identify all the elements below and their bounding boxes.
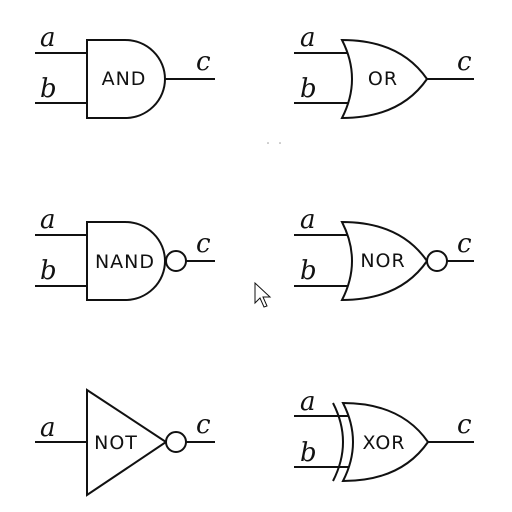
nor-gate: NOR a b c xyxy=(294,205,474,302)
nand-gate-body xyxy=(86,221,166,301)
not-inversion-bubble xyxy=(165,431,187,453)
stray-dot xyxy=(279,142,281,144)
or-input-a-label: a xyxy=(300,23,316,53)
or-gate: OR a b c xyxy=(294,23,474,120)
nand-gate: NAND a b c xyxy=(35,205,215,301)
not-gate-body xyxy=(86,388,168,497)
xor-gate: XOR a b c xyxy=(294,387,474,483)
nor-gate-label: NOR xyxy=(360,250,405,272)
or-gate-body xyxy=(340,38,429,120)
and-input-a-label: a xyxy=(40,23,56,53)
or-input-b-label: b xyxy=(300,74,317,104)
nand-inversion-bubble xyxy=(165,250,187,272)
not-gate: NOT a c xyxy=(35,388,215,497)
not-input-a-label: a xyxy=(40,413,56,443)
or-output-label: c xyxy=(457,47,472,77)
and-gate-label: AND xyxy=(102,68,147,90)
xor-input-b-label: b xyxy=(300,438,317,468)
or-gate-label: OR xyxy=(368,68,398,90)
nor-output-label: c xyxy=(457,229,472,259)
mouse-pointer-icon xyxy=(254,281,272,308)
and-gate-body xyxy=(86,39,166,119)
nor-input-a-label: a xyxy=(300,205,316,235)
stray-dot xyxy=(267,142,269,144)
nand-input-a-label: a xyxy=(40,205,56,235)
not-gate-label: NOT xyxy=(94,432,138,454)
nor-inversion-bubble xyxy=(426,250,448,272)
nand-input-b-label: b xyxy=(40,256,57,286)
xor-output-label: c xyxy=(457,410,472,440)
and-input-b-label: b xyxy=(40,74,57,104)
nand-output-label: c xyxy=(196,229,211,259)
nor-input-b-label: b xyxy=(300,256,317,286)
not-output-label: c xyxy=(196,410,211,440)
and-gate: AND a b c xyxy=(35,23,215,119)
nand-gate-label: NAND xyxy=(95,251,155,273)
xor-input-a-label: a xyxy=(300,387,316,417)
xor-gate-label: XOR xyxy=(363,432,406,454)
xor-gate-body xyxy=(341,401,430,483)
and-output-label: c xyxy=(196,47,211,77)
xor-extra-curve xyxy=(332,402,344,482)
nor-gate-body xyxy=(340,220,429,302)
